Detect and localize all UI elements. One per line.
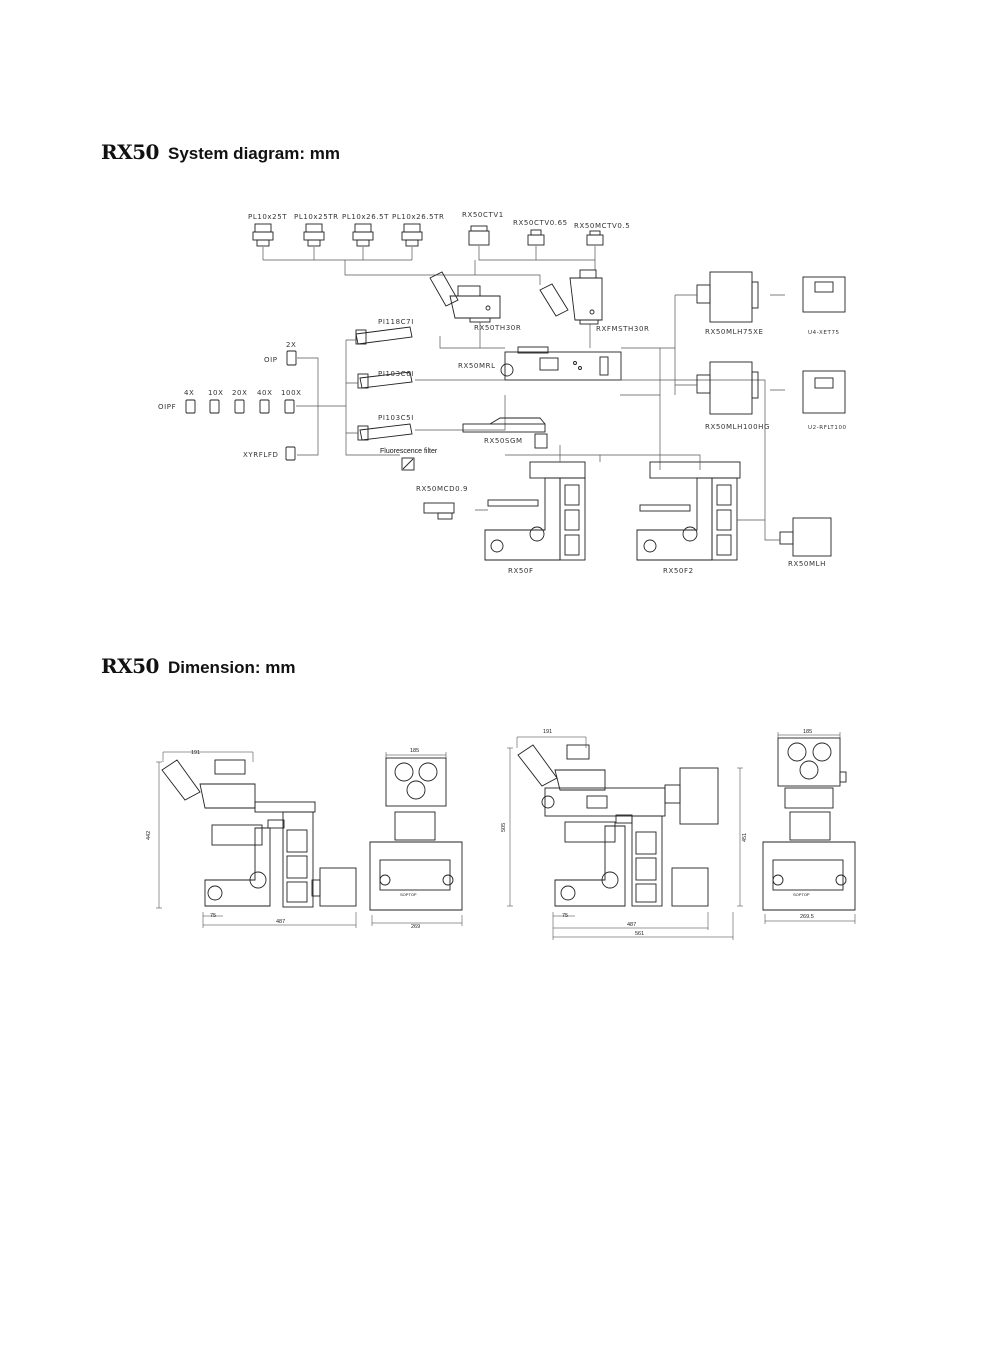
filter-cube-icon xyxy=(355,326,413,345)
power-supply-1 xyxy=(802,276,846,313)
eyepiece-icon xyxy=(303,223,325,247)
eyepiece-label: PL10x26.5TR xyxy=(392,213,445,221)
system-brand: RX50 xyxy=(101,140,159,164)
camera-adapter-icon xyxy=(468,225,490,246)
body-badge: RX50 xyxy=(270,822,281,827)
power-supply-label: U4-XET75 xyxy=(808,330,840,336)
objective-icon xyxy=(234,399,245,414)
illuminator-label: RX50MRL xyxy=(458,362,496,370)
filter-label: PI103C6I xyxy=(378,370,414,378)
dim-width-top: 191 xyxy=(191,750,200,756)
dimension-front-view-left: SOPTOP xyxy=(369,752,463,926)
dim-total: 487 xyxy=(276,919,285,925)
objective-icon xyxy=(185,399,196,414)
oip-label: OIP xyxy=(264,356,278,364)
body-label: RX50F xyxy=(508,567,534,575)
fluorescence-filter-icon xyxy=(401,457,415,471)
dim-front-width: 185 xyxy=(803,729,812,735)
dim-base: 75 xyxy=(210,913,216,919)
eyepiece-label: PL10x26.5T xyxy=(342,213,389,221)
objective-group: 2X OIP OIPF 4X 10X 20X 40X 100X XYRFLFD xyxy=(158,341,302,461)
adapter-label: RX50MCTV0.5 xyxy=(574,222,630,230)
reflected-illuminator xyxy=(500,346,622,381)
dimension-front-view-right: SOPTOP xyxy=(762,732,856,924)
eyepiece-label: PL10x25T xyxy=(248,213,287,221)
xyrflfd-label: XYRFLFD xyxy=(243,451,278,459)
oipf-mag-label: 100X xyxy=(281,389,302,397)
microscope-body-1 xyxy=(484,461,586,561)
adapter-group: RX50CTV1 RX50CTV0.65 RX50MCTV0.5 xyxy=(462,211,630,246)
system-diagram-heading: RX50 System diagram: mm xyxy=(101,140,340,164)
dim-width-top: 191 xyxy=(543,729,552,735)
eyepiece-group: PL10x25T PL10x25TR PL10x26.5T PL10x26.5T… xyxy=(248,213,445,247)
dim-height: 442 xyxy=(146,831,152,840)
lamp-unit-label: RX50MLH75XE xyxy=(705,328,764,336)
stage-unit xyxy=(462,417,548,449)
body-badge: RX50 xyxy=(618,817,629,822)
body-label: RX50F2 xyxy=(663,567,694,575)
adapter-label: RX50CTV0.65 xyxy=(513,219,568,227)
lamp-unit-label: RX50MLH100HG xyxy=(705,423,770,431)
oipf-mag-label: 40X xyxy=(257,389,273,397)
eyepiece-icon xyxy=(401,223,423,247)
microscope-body-2 xyxy=(636,461,741,561)
dim-front-base: 269.5 xyxy=(800,914,814,920)
trinocular-head-2 xyxy=(539,269,603,325)
lamp-unit-2 xyxy=(696,361,759,415)
system-title: System diagram: mm xyxy=(167,144,340,163)
condenser-label: RX50MCD0.9 xyxy=(416,485,468,493)
oipf-mag-label: 4X xyxy=(184,389,194,397)
lamphouse xyxy=(779,517,832,557)
head-label: RXFMSTH30R xyxy=(596,325,649,333)
camera-adapter-icon xyxy=(527,229,545,246)
dim-height: 505 xyxy=(501,823,507,832)
filter-label: PI103C5I xyxy=(378,414,414,422)
dim-total: 487 xyxy=(627,922,636,928)
eyepiece-icon xyxy=(252,223,274,247)
dim-front-base: 269 xyxy=(411,924,420,930)
dimension-heading: RX50 Dimension: mm xyxy=(101,654,296,678)
dimension-brand: RX50 xyxy=(101,654,159,678)
adapter-label: RX50CTV1 xyxy=(462,211,504,219)
dim-height-right: 451 xyxy=(742,833,748,842)
oipf-mag-label: 20X xyxy=(232,389,248,397)
front-logo: SOPTOP xyxy=(400,892,417,897)
filter-cube-icon xyxy=(357,423,413,441)
oip-mag-label: 2X xyxy=(286,341,296,349)
power-supply-2 xyxy=(802,370,846,414)
dim-base: 75 xyxy=(562,913,568,919)
objective-icon xyxy=(286,350,297,366)
objective-icon xyxy=(285,446,296,461)
dim-total-2: 561 xyxy=(635,931,644,937)
objective-icon xyxy=(259,399,270,414)
dim-front-width: 185 xyxy=(410,748,419,754)
objective-icon xyxy=(209,399,220,414)
power-supply-label: U2-RFLT100 xyxy=(808,425,847,431)
dimension-title: Dimension: mm xyxy=(167,658,296,677)
head-label: RX50TH30R xyxy=(474,324,521,332)
eyepiece-label: PL10x25TR xyxy=(294,213,339,221)
trinocular-head-1 xyxy=(429,271,501,323)
dimension-side-view-right: RX50 xyxy=(507,736,743,940)
condenser-unit xyxy=(423,502,455,520)
camera-adapter-icon xyxy=(586,230,604,246)
filter-label: PI118C7I xyxy=(378,318,414,326)
objective-icon xyxy=(284,399,295,414)
fluorescence-filter-label: Fluorescence filter xyxy=(380,448,438,455)
front-logo: SOPTOP xyxy=(793,892,810,897)
dimension-side-view-left: RX50 xyxy=(156,751,357,928)
filter-cube-icon xyxy=(357,371,413,389)
lamp-unit-1 xyxy=(696,271,759,323)
lamphouse-label: RX50MLH xyxy=(788,560,826,568)
oipf-label: OIPF xyxy=(158,403,176,411)
filter-group: PI118C7I PI103C6I PI103C5I xyxy=(355,318,414,441)
stage-label: RX50SGM xyxy=(484,437,523,445)
oipf-mag-label: 10X xyxy=(208,389,224,397)
eyepiece-icon xyxy=(352,223,374,247)
